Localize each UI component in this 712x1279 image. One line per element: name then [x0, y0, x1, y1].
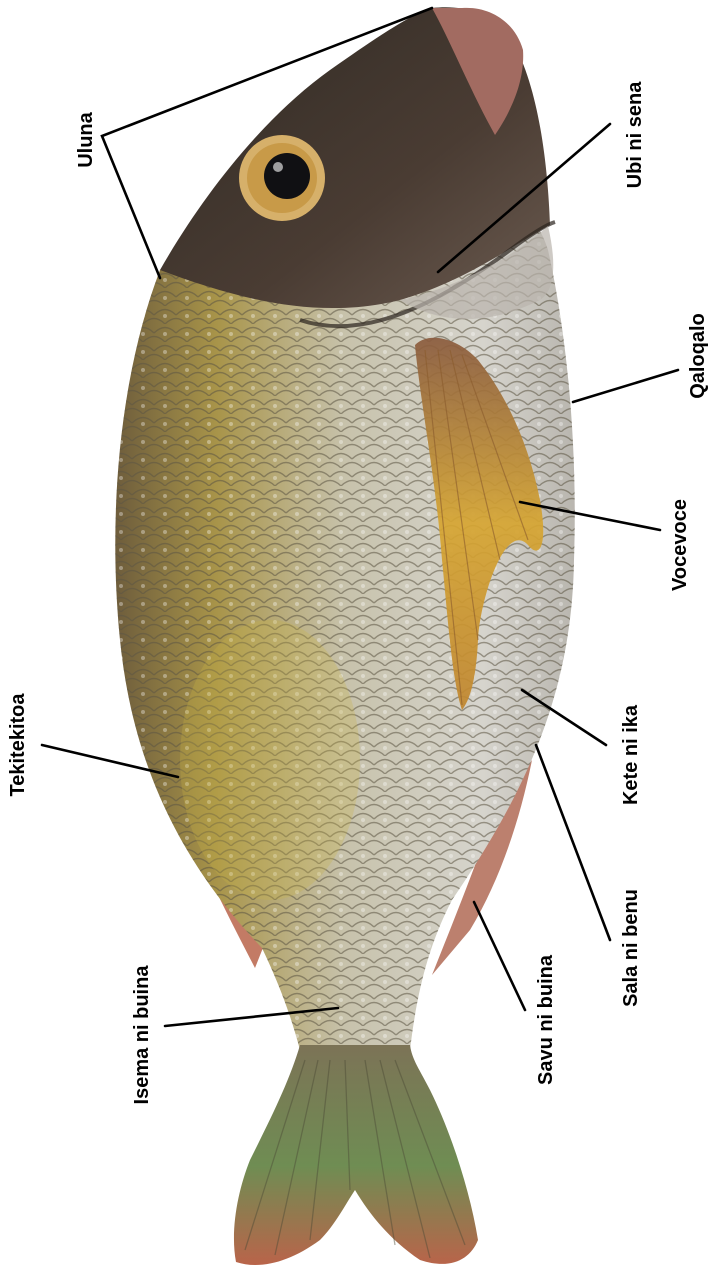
- yellow-patch: [180, 620, 360, 900]
- label-uluna: Uluna: [75, 111, 97, 167]
- label-ubi-ni-sena: Ubi ni sena: [624, 81, 646, 189]
- label-isema-ni-buina: Isema ni buina: [131, 965, 153, 1105]
- label-vocevoce: Vocevoce: [669, 499, 691, 591]
- fish-photo: [100, 7, 580, 1265]
- tail-shape: [234, 1045, 478, 1265]
- leader-sala-ni-benu: [536, 745, 610, 940]
- label-tekitekitoa: Tekitekitoa: [7, 693, 29, 797]
- label-kete-ni-ika: Kete ni ika: [620, 704, 642, 805]
- label-savu-ni-buina: Savu ni buina: [535, 954, 557, 1085]
- leader-savu-ni-buina: [474, 902, 525, 1010]
- label-sala-ni-benu: Sala ni benu: [620, 889, 642, 1007]
- leader-qaloqalo: [573, 370, 678, 402]
- label-qaloqalo: Qaloqalo: [687, 313, 709, 399]
- eye: [239, 135, 325, 221]
